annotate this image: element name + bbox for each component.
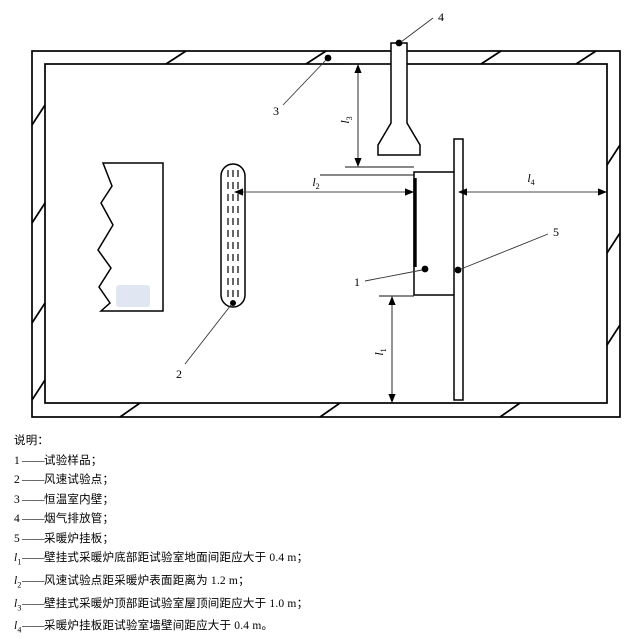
- legend-dash: ——: [22, 493, 45, 506]
- chamber-diagram: l3 l2 l4 l1 3: [31, 10, 621, 418]
- legend-text: 烟气排放管；: [44, 513, 115, 525]
- legend-item: 5——采暖炉挂板；: [14, 530, 626, 550]
- heater-test-sample: [413, 171, 456, 296]
- callout-1: 1: [354, 269, 423, 289]
- legend-text: 试验样品；: [44, 454, 103, 467]
- legend-key: l1: [14, 552, 22, 567]
- callout-2: 2: [176, 304, 232, 381]
- legend-key: 3: [14, 493, 20, 506]
- legend-item: l3——壁挂式采暖炉顶部距试验室屋顶间距应大于 1.0 m；: [14, 595, 626, 618]
- callout-5: 5: [460, 225, 559, 270]
- legend-text: 恒温室内壁；: [44, 493, 115, 506]
- dimension-l4: l4: [458, 171, 607, 196]
- legend-text: 采暖炉挂板；: [44, 532, 115, 545]
- legend-dash: ——: [22, 552, 45, 564]
- dimension-l3: l3: [338, 63, 414, 168]
- chamber-inner-wall: [44, 63, 608, 404]
- legend-block: 说明： 1——试验样品； 2——风速试验点； 3——恒温室内壁； 4——烟气排放…: [14, 432, 626, 640]
- legend-dash: ——: [22, 620, 45, 633]
- heater-mounting-plate: [453, 138, 464, 401]
- legend-item: 2——风速试验点；: [14, 471, 626, 491]
- legend-dash: ——: [22, 513, 45, 525]
- legend-item: l1——壁挂式采暖炉底部距试验室地面间距应大于 0.4 m；: [14, 549, 626, 572]
- legend-dash: ——: [22, 597, 45, 610]
- dimension-label-l3: l3: [338, 116, 354, 123]
- legend-item: 4——烟气排放管；: [14, 510, 626, 530]
- callout-label-5: 5: [553, 225, 559, 239]
- legend-item: 3——恒温室内壁；: [14, 491, 626, 511]
- legend-key: 4: [14, 513, 20, 525]
- legend-dash: ——: [22, 574, 45, 587]
- chamber-wall-group: [31, 50, 621, 418]
- legend-text: 壁挂式采暖炉底部距试验室地面间距应大于 0.4 m；: [44, 552, 309, 564]
- legend-text: 采暖炉挂板距试验室墙壁间距应大于 0.4 m。: [44, 620, 274, 633]
- legend-key: l2: [14, 574, 22, 590]
- legend-text: 壁挂式采暖炉顶部距试验室屋顶间距应大于 1.0 m；: [44, 597, 309, 610]
- dimension-label-l2: l2: [312, 175, 319, 191]
- wind-test-point-probe: [220, 163, 246, 308]
- callout-label-3: 3: [273, 104, 279, 118]
- legend-key: 1: [14, 454, 20, 467]
- flue-exhaust-pipe: [377, 39, 421, 156]
- callout-3: 3: [273, 54, 332, 118]
- break-edge-symbol: [97, 162, 164, 312]
- legend-heading: 说明：: [14, 435, 50, 447]
- dimension-label-l1: l1: [372, 348, 388, 355]
- watermark: [116, 285, 150, 307]
- legend-key: l3: [14, 597, 22, 612]
- dimension-l2: l2: [234, 174, 414, 196]
- legend-key: 5: [14, 532, 20, 545]
- legend-item: l2——风速试验点距采暖炉表面距离为 1.2 m；: [14, 572, 626, 595]
- callout-label-4: 4: [438, 10, 444, 24]
- legend-dash: ——: [22, 532, 45, 545]
- dimension-l1: l1: [372, 295, 414, 403]
- legend-dash: ——: [22, 474, 45, 486]
- legend-key: 2: [14, 474, 20, 486]
- wall-hatch-marks: [31, 50, 621, 418]
- callout-4: 4: [400, 10, 444, 43]
- callout-label-1: 1: [354, 275, 360, 289]
- callout-label-2: 2: [176, 367, 182, 381]
- legend-text: 风速试验点；: [44, 474, 115, 486]
- legend-text: 风速试验点距采暖炉表面距离为 1.2 m；: [44, 574, 250, 587]
- legend-dash: ——: [22, 454, 45, 467]
- legend-item: 1——试验样品；: [14, 452, 626, 472]
- dimension-label-l4: l4: [527, 171, 534, 187]
